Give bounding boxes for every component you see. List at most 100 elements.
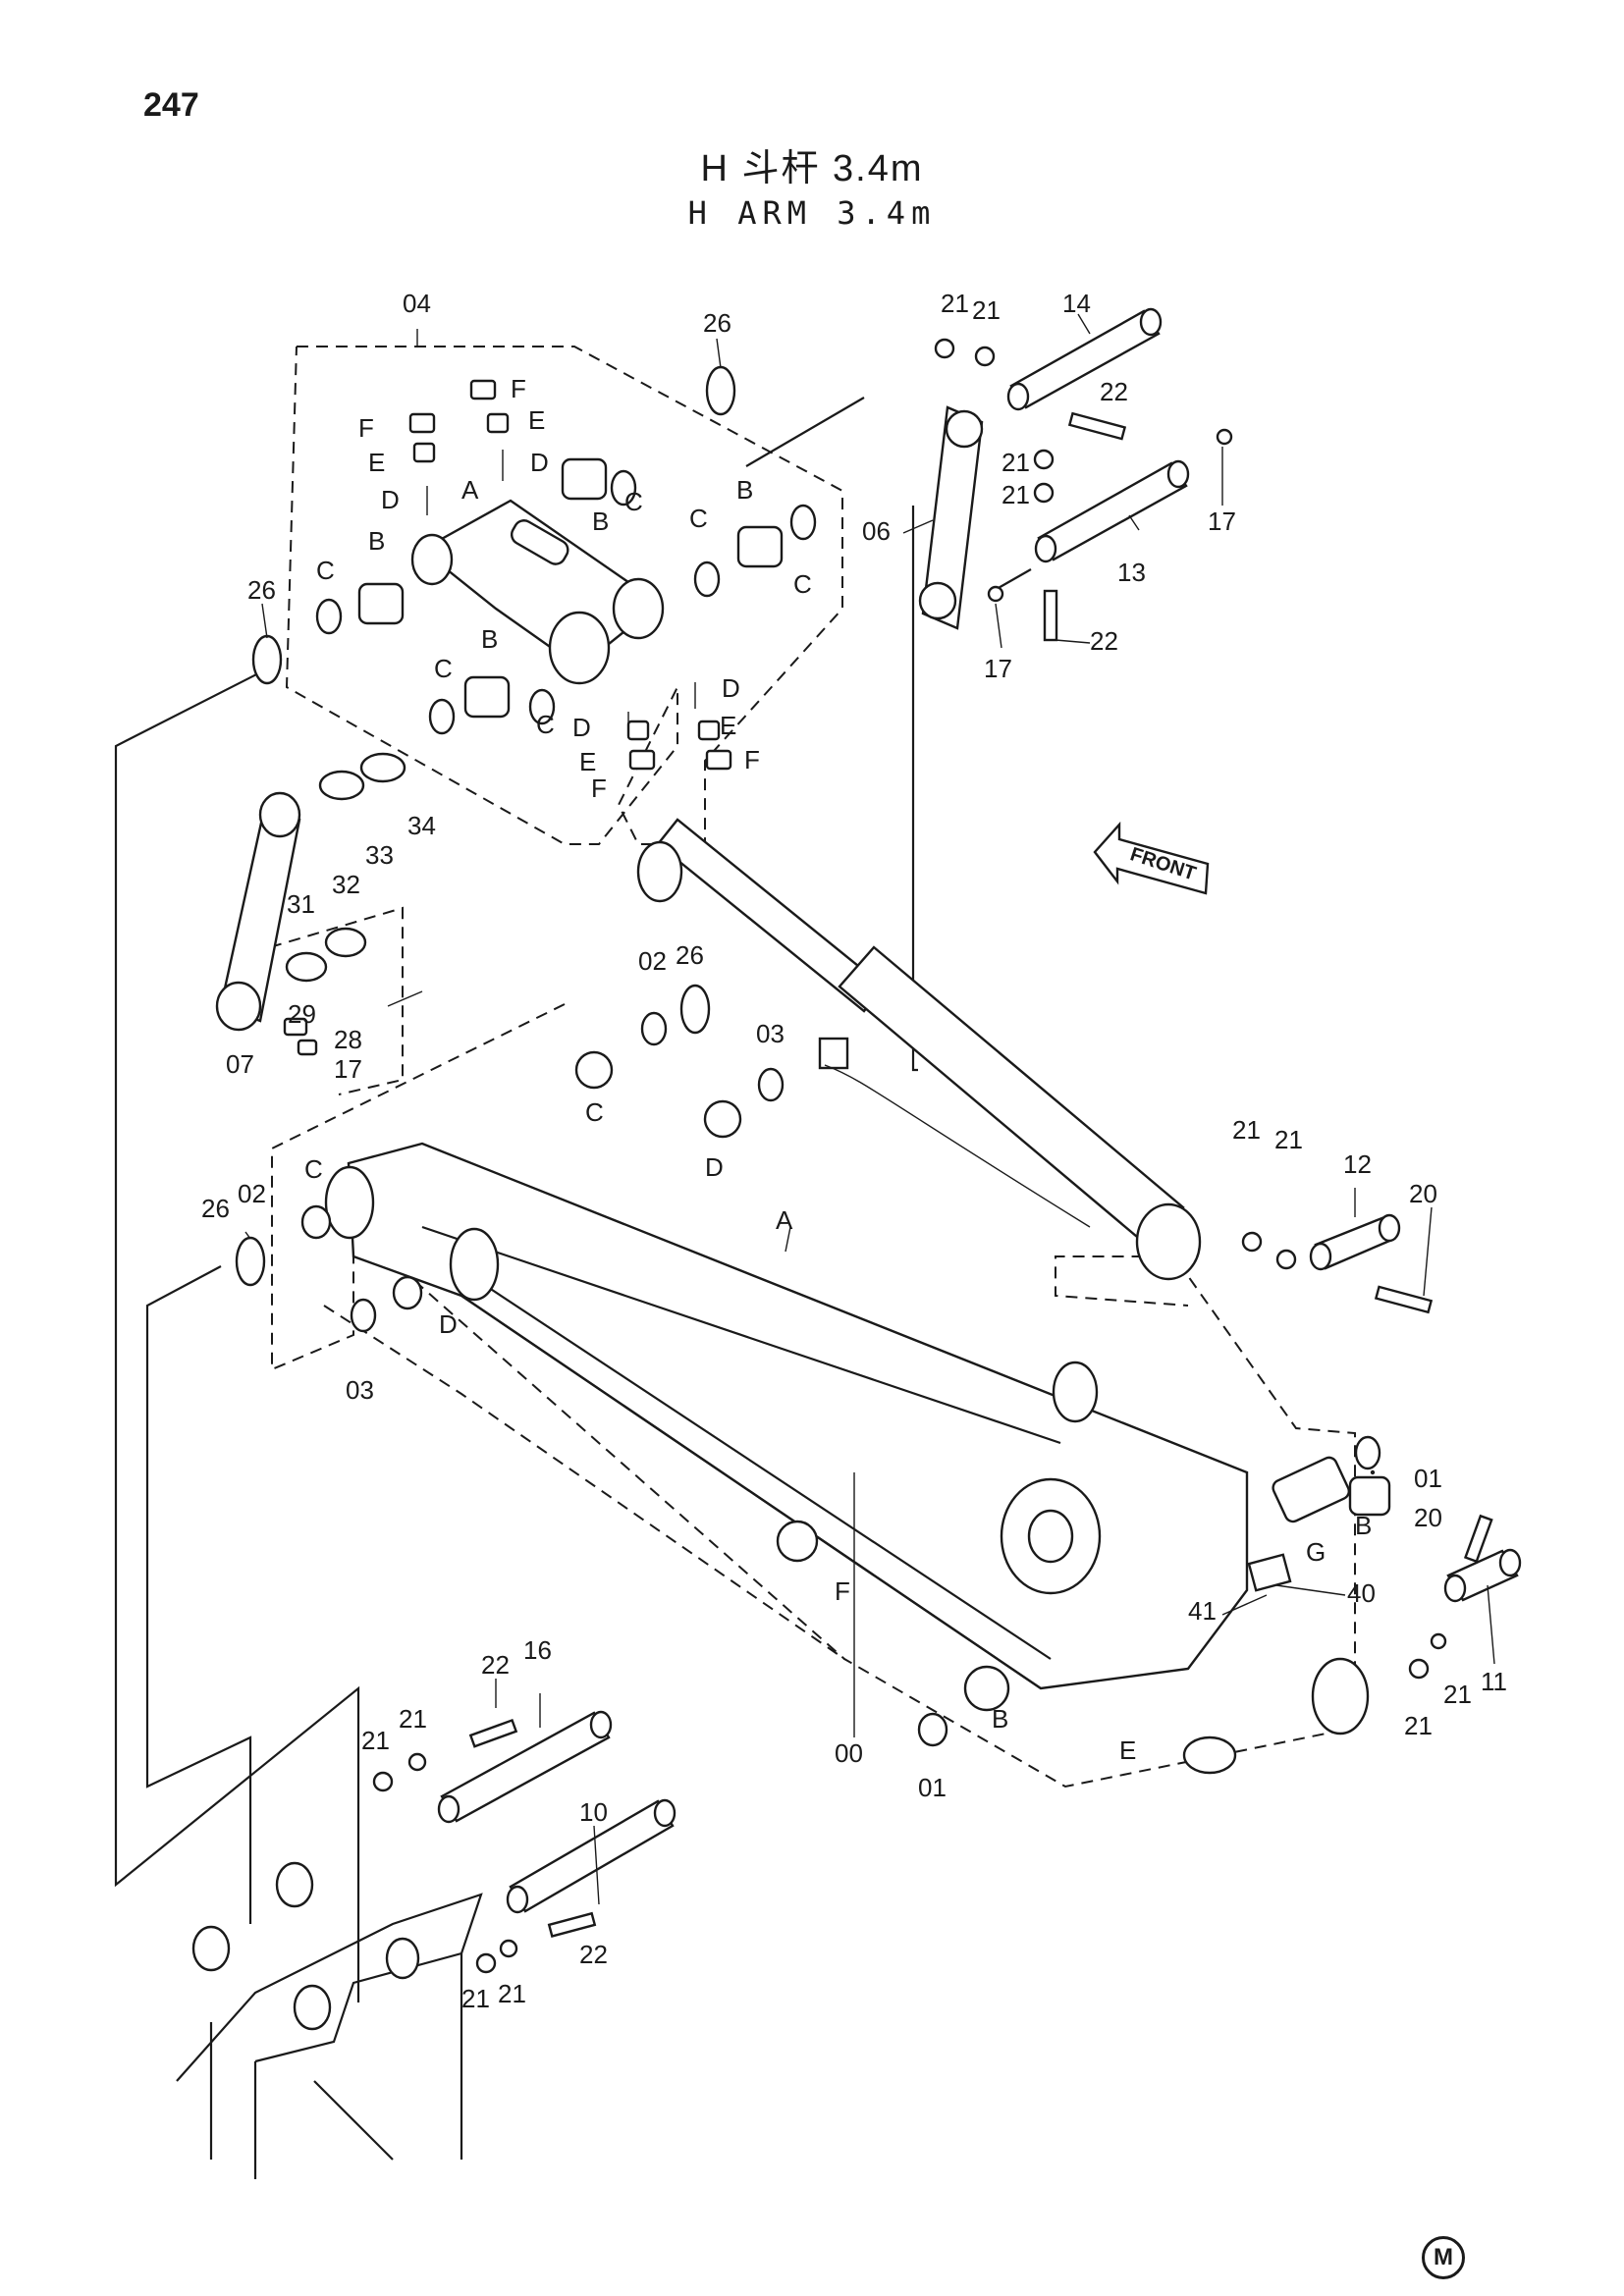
manufacturer-mark-icon: M bbox=[1422, 2236, 1465, 2279]
pin-connector-right bbox=[911, 506, 918, 1072]
label-22-a: 22 bbox=[1100, 377, 1128, 406]
label-21-e: 21 bbox=[1232, 1115, 1261, 1145]
label-26-c: 26 bbox=[676, 940, 704, 970]
label-C5: C bbox=[434, 654, 453, 683]
pin-10 bbox=[475, 1798, 677, 1974]
label-29: 29 bbox=[288, 999, 316, 1029]
arm-lower-boundary bbox=[323, 1305, 845, 1660]
leader-lines bbox=[244, 313, 1495, 1905]
label-04: 04 bbox=[403, 289, 431, 318]
callout-labels: 04 26 26 F F E E D D A B B B B C C C C C… bbox=[201, 289, 1507, 2013]
arm-bushings bbox=[235, 984, 1391, 1775]
label-C7: C bbox=[585, 1097, 604, 1127]
label-E5: E bbox=[1119, 1735, 1136, 1765]
lever-06-pin-line-2 bbox=[996, 568, 1032, 590]
label-B6: B bbox=[992, 1704, 1008, 1734]
label-01-b: 01 bbox=[918, 1773, 947, 1802]
label-F4: F bbox=[591, 774, 607, 803]
label-21-a: 21 bbox=[941, 289, 969, 318]
label-A1: A bbox=[461, 475, 479, 505]
arm-body-00 bbox=[324, 1142, 1370, 1735]
label-C8: C bbox=[304, 1154, 323, 1184]
label-21-k: 21 bbox=[461, 1984, 490, 2013]
lever-06-pin-line bbox=[745, 397, 865, 467]
label-20-a: 20 bbox=[1409, 1179, 1437, 1208]
label-03-b: 03 bbox=[346, 1375, 374, 1405]
label-F2: F bbox=[511, 374, 526, 403]
label-17-c: 17 bbox=[984, 654, 1012, 683]
pin-12 bbox=[1241, 1213, 1434, 1314]
label-40: 40 bbox=[1347, 1578, 1376, 1608]
label-D4: D bbox=[572, 713, 591, 742]
front-arrow-icon: FRONT bbox=[1093, 821, 1210, 895]
label-E3: E bbox=[720, 711, 736, 740]
label-D2: D bbox=[530, 448, 549, 477]
label-21-g: 21 bbox=[1443, 1680, 1472, 1709]
label-B1: B bbox=[368, 526, 385, 556]
label-16: 16 bbox=[523, 1635, 552, 1665]
label-26-a: 26 bbox=[703, 308, 731, 338]
label-21-h: 21 bbox=[1404, 1711, 1433, 1740]
label-32: 32 bbox=[332, 870, 360, 899]
label-31: 31 bbox=[287, 889, 315, 919]
link-assembly-04 bbox=[251, 365, 817, 771]
label-00: 00 bbox=[835, 1738, 863, 1768]
label-G: G bbox=[1306, 1537, 1326, 1567]
page-title-en: H ARM 3.4m bbox=[687, 194, 937, 232]
label-21-i: 21 bbox=[361, 1726, 390, 1755]
label-22-c: 22 bbox=[481, 1650, 510, 1680]
label-C3: C bbox=[689, 504, 708, 533]
label-B4: B bbox=[481, 624, 498, 654]
label-22-b: 22 bbox=[1090, 626, 1118, 656]
label-06: 06 bbox=[862, 516, 891, 546]
label-21-d: 21 bbox=[1001, 480, 1030, 509]
pin-13 bbox=[1034, 459, 1190, 563]
label-D6: D bbox=[439, 1309, 458, 1339]
link-07 bbox=[215, 752, 406, 1056]
label-14: 14 bbox=[1062, 289, 1091, 318]
group-04-boundary bbox=[285, 346, 843, 845]
label-21-l: 21 bbox=[498, 1979, 526, 2008]
label-E1: E bbox=[368, 448, 385, 477]
label-A2: A bbox=[776, 1205, 793, 1235]
label-20-b: 20 bbox=[1414, 1503, 1442, 1532]
bucket-cylinder bbox=[636, 818, 1202, 1281]
label-33: 33 bbox=[365, 840, 394, 870]
label-01-a: 01 bbox=[1414, 1464, 1442, 1493]
label-B3: B bbox=[736, 475, 753, 505]
label-17-a: 17 bbox=[334, 1054, 362, 1084]
label-07: 07 bbox=[226, 1049, 254, 1079]
label-D3: D bbox=[722, 673, 740, 703]
link-07-boundary bbox=[269, 906, 404, 1095]
label-C6: C bbox=[536, 710, 555, 739]
label-21-f: 21 bbox=[1274, 1125, 1303, 1154]
pin-11 bbox=[1408, 1514, 1522, 1680]
label-02-a: 02 bbox=[638, 946, 667, 976]
label-17-b: 17 bbox=[1208, 507, 1236, 536]
label-13: 13 bbox=[1117, 558, 1146, 587]
label-10: 10 bbox=[579, 1797, 608, 1827]
label-E4: E bbox=[579, 747, 596, 776]
label-C4: C bbox=[793, 569, 812, 599]
pin-16 bbox=[372, 1710, 613, 1824]
label-21-j: 21 bbox=[399, 1704, 427, 1734]
label-B5: B bbox=[1355, 1511, 1372, 1540]
label-21-c: 21 bbox=[1001, 448, 1030, 477]
label-28: 28 bbox=[334, 1025, 362, 1054]
boom-bracket bbox=[176, 1861, 483, 2179]
lever-06 bbox=[918, 405, 984, 630]
pin-connector-left bbox=[114, 667, 360, 2002]
label-F3: F bbox=[744, 745, 760, 774]
label-D1: D bbox=[381, 485, 400, 514]
label-B2: B bbox=[592, 507, 609, 536]
label-26-d: 26 bbox=[201, 1194, 230, 1223]
label-11: 11 bbox=[1481, 1667, 1507, 1696]
label-02-b: 02 bbox=[238, 1179, 266, 1208]
label-C2: C bbox=[624, 487, 643, 516]
label-22-d: 22 bbox=[579, 1940, 608, 1969]
bolts-nuts-upper bbox=[934, 338, 1233, 642]
label-03-a: 03 bbox=[756, 1019, 785, 1048]
label-21-b: 21 bbox=[972, 295, 1001, 325]
label-12: 12 bbox=[1343, 1149, 1372, 1179]
